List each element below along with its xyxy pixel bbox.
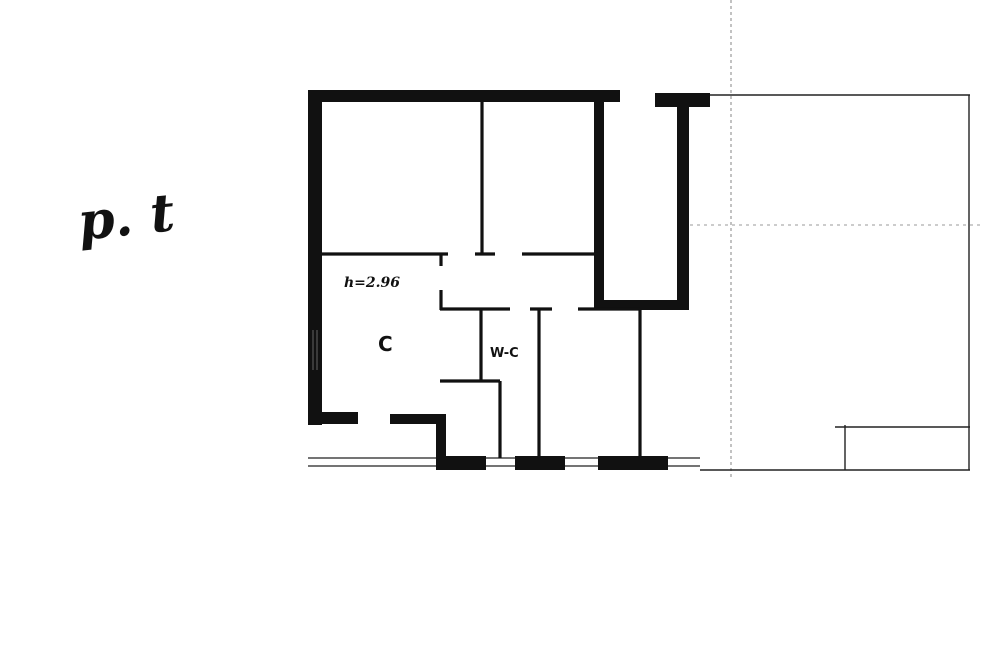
annex-outline <box>690 94 970 471</box>
left-window <box>312 330 318 370</box>
floor-title: p. t <box>75 182 177 253</box>
room-label-c: C <box>378 332 393 356</box>
height-label: h=2.96 <box>344 275 400 291</box>
walls-thick <box>308 90 710 470</box>
room-label-wc: W-C <box>490 346 519 361</box>
walls-thin <box>320 102 642 458</box>
